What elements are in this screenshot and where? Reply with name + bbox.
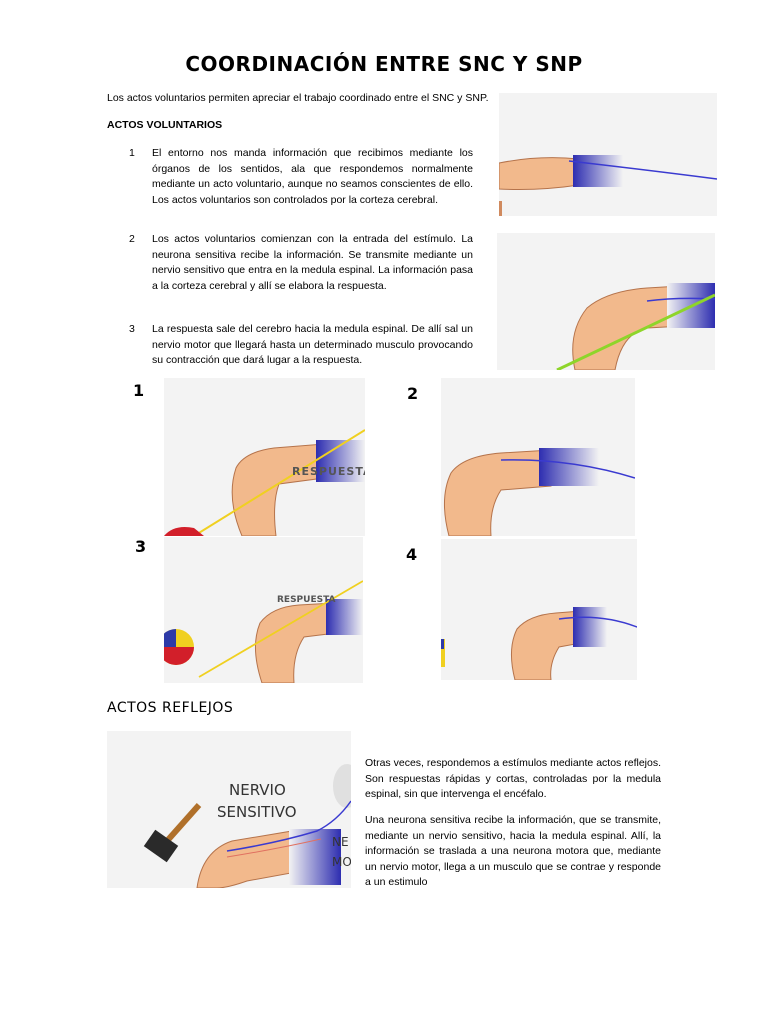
arm-illustration-top	[499, 93, 717, 216]
item-number: 2	[129, 233, 135, 245]
figure-number: 4	[406, 545, 418, 564]
figure-3-image: RESPUESTA	[164, 537, 363, 683]
respuesta-label: RESPUESTA	[277, 595, 336, 605]
list-item: 1 El entorno nos manda información que r…	[129, 146, 473, 208]
item-number: 1	[129, 147, 135, 159]
figure-1-image: RESPUESTA	[164, 378, 365, 536]
item-number: 3	[129, 323, 135, 335]
figure-number: 1	[133, 381, 145, 400]
motor-label-1: NE	[332, 835, 349, 849]
respuesta-label: RESPUESTA	[292, 465, 365, 478]
arm-illustration-middle	[497, 233, 715, 370]
figure-number: 2	[407, 384, 419, 403]
item-text: La respuesta sale del cerebro hacia la m…	[152, 323, 473, 366]
voluntary-heading: ACTOS VOLUNTARIOS	[107, 119, 223, 131]
nervio-label: NERVIO	[229, 781, 286, 799]
intro-text: Los actos voluntarios permiten apreciar …	[107, 92, 489, 104]
reflex-paragraph-1: Otras veces, respondemos a estímulos med…	[365, 757, 661, 800]
sensitivo-label: SENSITIVO	[217, 803, 297, 821]
figure-2-image	[441, 378, 635, 536]
figure-4-image	[441, 539, 637, 680]
item-text: Los actos voluntarios comienzan con la e…	[152, 233, 473, 292]
page-title: COORDINACIÓN ENTRE SNC Y SNP	[185, 52, 583, 76]
list-item: 2 Los actos voluntarios comienzan con la…	[129, 232, 473, 294]
list-item: 3 La respuesta sale del cerebro hacia la…	[129, 322, 473, 369]
item-text: El entorno nos manda información que rec…	[152, 147, 473, 206]
reflex-heading: ACTOS REFLEJOS	[107, 700, 234, 716]
motor-label-2: MO	[332, 855, 351, 869]
reflex-paragraph-2: Una neurona sensitiva recibe la informac…	[365, 814, 661, 888]
reflex-illustration: NERVIO SENSITIVO NE MO	[107, 731, 351, 888]
figure-number: 3	[135, 537, 147, 556]
